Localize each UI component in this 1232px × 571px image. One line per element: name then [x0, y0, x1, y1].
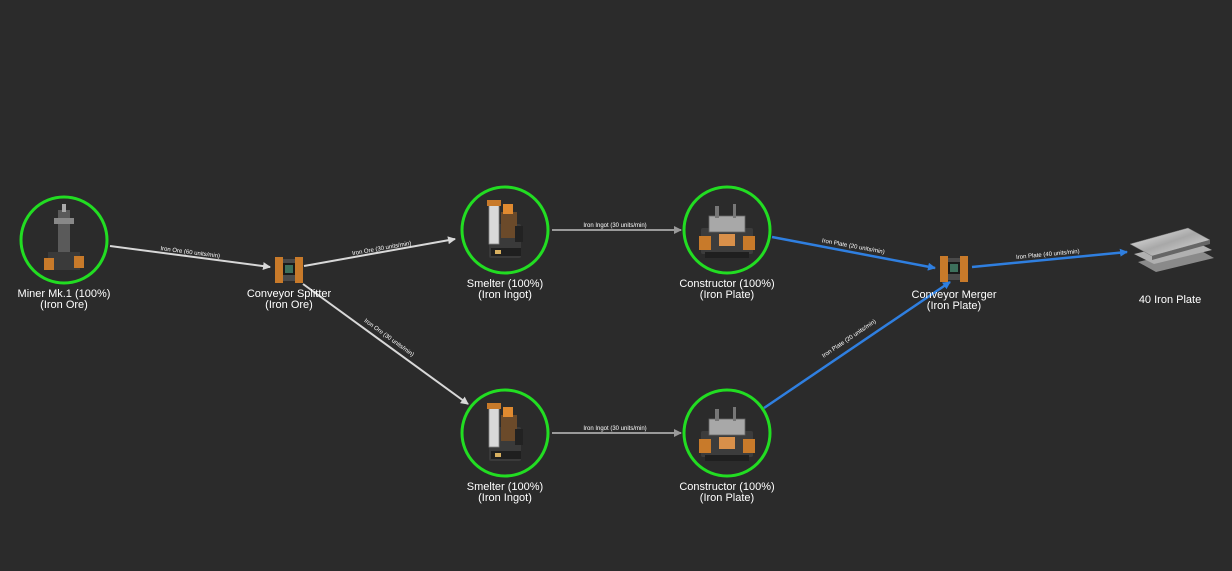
- constructor-bottom-label-title: Constructor (100%): [679, 481, 775, 493]
- edge-label-miner-splitter: Iron Ore (60 units/min): [160, 246, 220, 260]
- edge-merger-output: [971, 248, 1128, 269]
- iron-plate-icon: [1129, 227, 1214, 272]
- splitter-label: Conveyor Splitter (Iron Ore): [209, 289, 369, 311]
- constructor-top-node[interactable]: [682, 185, 772, 275]
- smelter-top-node[interactable]: [460, 185, 550, 275]
- splitter-label-title: Conveyor Splitter: [246, 288, 332, 300]
- smelter-bottom-node[interactable]: [460, 388, 550, 478]
- edge-label-smelter-constructor-top: Iron Ingot (30 units/min): [583, 223, 646, 229]
- edge-label-splitter-smelter-bottom: Iron Ore (30 units/min): [363, 318, 415, 358]
- edge-miner-splitter: [109, 245, 271, 271]
- miner-node[interactable]: [19, 195, 109, 285]
- output-label: 40 Iron Plate: [1090, 295, 1232, 306]
- miner-label: Miner Mk.1 (100%) (Iron Ore): [0, 289, 144, 311]
- miner-label-item: (Iron Ore): [40, 299, 88, 311]
- edge-constructor-merger-top: [771, 235, 936, 271]
- edge-splitter-smelter-top: [303, 236, 456, 267]
- smelter-top-label-title: Smelter (100%): [466, 278, 544, 290]
- merger-label: Conveyor Merger (Iron Plate): [874, 290, 1034, 312]
- smelter-bottom-label-title: Smelter (100%): [466, 481, 544, 493]
- merger-label-title: Conveyor Merger: [911, 289, 997, 301]
- output-node[interactable]: [1129, 227, 1214, 272]
- edge-splitter-smelter-bottom: [302, 283, 469, 405]
- splitter-label-item: (Iron Ore): [265, 299, 313, 311]
- miner-icon: [44, 204, 84, 270]
- edge-label-smelter-constructor-bottom: Iron Ingot (30 units/min): [583, 426, 646, 432]
- splitter-icon: [275, 257, 303, 283]
- smelter-bottom-label-item: (Iron Ingot): [478, 492, 532, 504]
- miner-label-title: Miner Mk.1 (100%): [17, 288, 111, 300]
- output-label-title: 40 Iron Plate: [1138, 294, 1202, 306]
- constructor-bottom-label: Constructor (100%) (Iron Plate): [647, 482, 807, 504]
- edge-label-constructor-merger-bottom: Iron Plate (20 units/min): [821, 319, 877, 360]
- edge-constructor-merger-bottom: [763, 280, 951, 410]
- smelter-top-label: Smelter (100%) (Iron Ingot): [425, 279, 585, 301]
- constructor-bottom-node[interactable]: [682, 388, 772, 478]
- constructor-top-label-item: (Iron Plate): [699, 289, 755, 301]
- smelter-bottom-label: Smelter (100%) (Iron Ingot): [425, 482, 585, 504]
- splitter-node[interactable]: [275, 257, 303, 283]
- merger-icon: [940, 256, 968, 282]
- smelter-top-label-item: (Iron Ingot): [478, 289, 532, 301]
- merger-node[interactable]: [940, 256, 968, 282]
- constructor-top-label: Constructor (100%) (Iron Plate): [647, 279, 807, 301]
- constructor-top-label-title: Constructor (100%): [679, 278, 775, 290]
- constructor-bottom-label-item: (Iron Plate): [699, 492, 755, 504]
- merger-label-item: (Iron Plate): [926, 300, 982, 312]
